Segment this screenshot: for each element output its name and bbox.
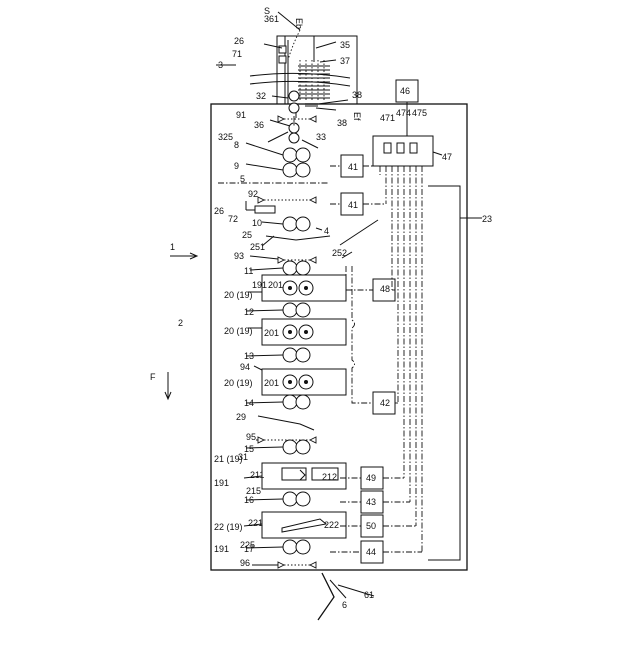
label-11: 11	[244, 266, 253, 276]
label-26: 26	[214, 206, 224, 216]
label-191a: 191	[252, 280, 267, 290]
label-8: 8	[234, 140, 239, 150]
label-17: 17	[244, 544, 254, 554]
label-4: 4	[324, 226, 329, 236]
label-50: 50	[366, 521, 376, 531]
roller-pair-10	[283, 217, 310, 231]
label-49: 49	[366, 473, 376, 483]
label-9: 9	[234, 161, 239, 171]
label-91: 91	[236, 110, 246, 120]
sheet-stack	[298, 60, 330, 100]
label-42: 42	[380, 398, 390, 408]
label-72: 72	[228, 214, 238, 224]
label-474: 474	[396, 108, 411, 118]
roller-pair-11	[283, 261, 310, 275]
roller-pair-12	[283, 303, 310, 317]
label-361: 361	[264, 14, 279, 24]
label-22: 22 (19)	[214, 522, 243, 532]
roller-pair-17	[283, 540, 310, 554]
sensor-92	[246, 197, 316, 213]
label-41b: 41	[348, 200, 358, 210]
label-46: 46	[400, 86, 410, 96]
label-47: 47	[442, 152, 452, 162]
direction-arrow	[165, 372, 171, 399]
guide-252	[340, 220, 378, 245]
label-211: 211	[250, 470, 264, 480]
label-10: 10	[252, 218, 262, 228]
label-38b: 38	[337, 118, 347, 128]
label-44: 44	[366, 547, 376, 557]
label-191b: 191	[214, 478, 229, 488]
label-23: 23	[482, 214, 492, 224]
label-36: 37	[340, 56, 350, 66]
label-201b: 201	[264, 328, 279, 338]
label-71: 71	[232, 49, 242, 59]
label-61: 61	[364, 590, 374, 600]
label-5: 5	[240, 174, 245, 184]
label-251: 251	[250, 242, 265, 252]
label-14: 14	[244, 398, 254, 408]
label-f: F	[150, 372, 156, 382]
roller-pair-15	[283, 440, 310, 454]
label-325: 325	[218, 132, 233, 142]
label-252: 252	[332, 248, 347, 258]
label-221: 221	[248, 518, 263, 528]
sensor-96	[278, 562, 316, 568]
label-6: 6	[342, 600, 347, 610]
output-tray-6	[318, 573, 334, 620]
label-31: 32	[256, 91, 266, 101]
label-12: 12	[244, 307, 254, 317]
label-32: 33	[316, 132, 326, 142]
label-eb: Eb	[294, 18, 304, 29]
label-20a: 20 (19)	[224, 290, 253, 300]
label-475: 475	[412, 108, 427, 118]
roller-pair-8	[283, 148, 310, 177]
label-43: 43	[366, 497, 376, 507]
roller-pair-13	[283, 348, 310, 362]
frame-23	[428, 186, 460, 560]
label-25: 25	[242, 230, 252, 240]
label-95: 95	[246, 432, 256, 442]
label-94: 94	[240, 362, 250, 372]
label-33: 35	[340, 40, 350, 50]
label-13: 13	[244, 351, 254, 361]
label-471: 471	[380, 113, 395, 123]
sensor-91	[278, 116, 316, 122]
label-201c: 201	[264, 378, 279, 388]
label-2: 2	[178, 318, 183, 328]
label-20c: 20 (19)	[224, 378, 253, 388]
label-48: 48	[380, 284, 390, 294]
label-37: 38	[352, 90, 362, 100]
label-29: 31	[238, 452, 248, 462]
label-27: 29	[236, 412, 246, 422]
roller-pair-16	[283, 492, 310, 506]
label-16: 16	[244, 495, 254, 505]
label-41a: 41	[348, 162, 358, 172]
label-92: 92	[248, 189, 258, 199]
label-35: 36	[254, 120, 264, 130]
label-222: 222	[324, 520, 339, 530]
label-1: 1	[170, 242, 175, 252]
label-93: 93	[234, 251, 244, 261]
label-3: 3	[218, 60, 223, 70]
label-26-top: 26	[234, 36, 244, 46]
guide-27	[258, 416, 314, 430]
roller-pair-14	[283, 395, 310, 409]
label-ef: Ef	[352, 112, 362, 121]
feed-rollers	[289, 91, 299, 143]
sensor-93	[278, 257, 316, 263]
label-191c: 191	[214, 544, 229, 554]
label-96: 96	[240, 558, 250, 568]
label-201a: 201	[268, 280, 283, 290]
label-212: 212	[322, 472, 337, 482]
label-20b: 20 (19)	[224, 326, 253, 336]
